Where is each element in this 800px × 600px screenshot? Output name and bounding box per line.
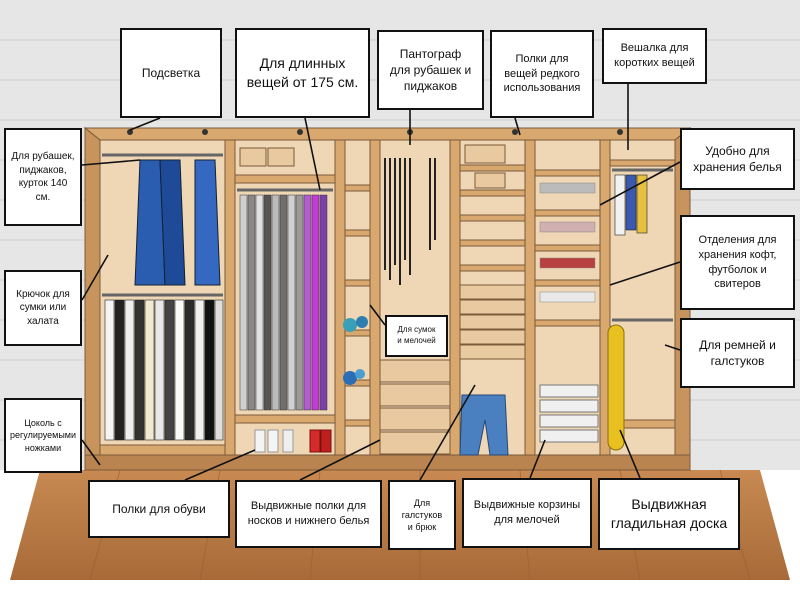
jackets-icon (134, 159, 221, 286)
pantograph-icon (384, 158, 436, 285)
callout-text: Подсветка (141, 65, 201, 80)
callout-text: Выдвижные полки для носков и нижнего бел… (247, 500, 370, 527)
callout-noski: Выдвижные полки для носков и нижнего бел… (235, 480, 382, 548)
callout-veshalka: Вешалка для коротких вещей (602, 28, 707, 84)
callout-pantograf: Пантограф для рубашек и пиджаков (377, 30, 484, 110)
callout-text: Полки для обуви (112, 501, 206, 516)
callout-gladilnaya: Выдвижная гладильная доска (598, 478, 740, 550)
callout-text: Крючок для сумки или халата (16, 288, 70, 327)
leader-lines (81, 84, 681, 481)
callout-text: Выдвижные корзины для мелочей (473, 499, 581, 526)
callout-tsokol: Цоколь с регулируемыми ножками (4, 398, 82, 473)
shirts-icon (104, 299, 224, 441)
ironing-board-icon (607, 324, 625, 451)
short-clothes-icon (614, 174, 648, 236)
callout-polki-redkogo: Полки для вещей редкого использования (490, 30, 594, 118)
folded-clothes-icon (539, 182, 596, 303)
bags-icon (343, 316, 368, 385)
callout-podsvetka: Подсветка (120, 28, 222, 118)
callout-dlinnye: Для длинных вещей от 175 см. (235, 28, 370, 118)
callout-text: Для галстуков и брюк (401, 497, 443, 533)
callout-text: Пантограф для рубашек и пиджаков (389, 46, 472, 94)
ceiling-light-icon (127, 129, 623, 135)
callout-text: Для сумок и мелочей (397, 325, 436, 345)
callout-text: Выдвижная гладильная доска (610, 496, 728, 531)
callout-belye: Удобно для хранения белья (680, 128, 795, 190)
callout-galstuki-bryuki: Для галстуков и брюк (388, 480, 456, 550)
baskets-icon (539, 384, 599, 443)
callout-sumki: Для сумок и мелочей (385, 315, 448, 357)
callout-text: Удобно для хранения белья (693, 143, 782, 174)
callout-text: Отделения для хранения кофт, футболок и … (698, 233, 777, 291)
callout-text: Цоколь с регулируемыми ножками (9, 418, 77, 453)
callout-text: Вешалка для коротких вещей (614, 42, 695, 69)
callout-kofty: Отделения для хранения кофт, футболок и … (680, 215, 795, 310)
callout-obuv: Полки для обуви (88, 480, 230, 538)
jeans-icon (459, 394, 509, 456)
hanging-rods (102, 153, 673, 322)
shoes-icon (254, 429, 332, 453)
callout-kryuchok: Крючок для сумки или халата (4, 270, 82, 346)
callout-text: Для длинных вещей от 175 см. (246, 55, 359, 90)
callout-remni: Для ремней и галстуков (680, 318, 795, 388)
callout-korziny: Выдвижные корзины для мелочей (462, 478, 592, 548)
long-clothes-icon (239, 194, 328, 411)
callout-text: Для рубашек, пиджаков, курток 140 см. (11, 151, 75, 203)
callout-rubashki: Для рубашек, пиджаков, курток 140 см. (4, 128, 82, 226)
callout-text: Полки для вещей редкого использования (503, 52, 581, 95)
callout-text: Для ремней и галстуков (699, 337, 776, 368)
